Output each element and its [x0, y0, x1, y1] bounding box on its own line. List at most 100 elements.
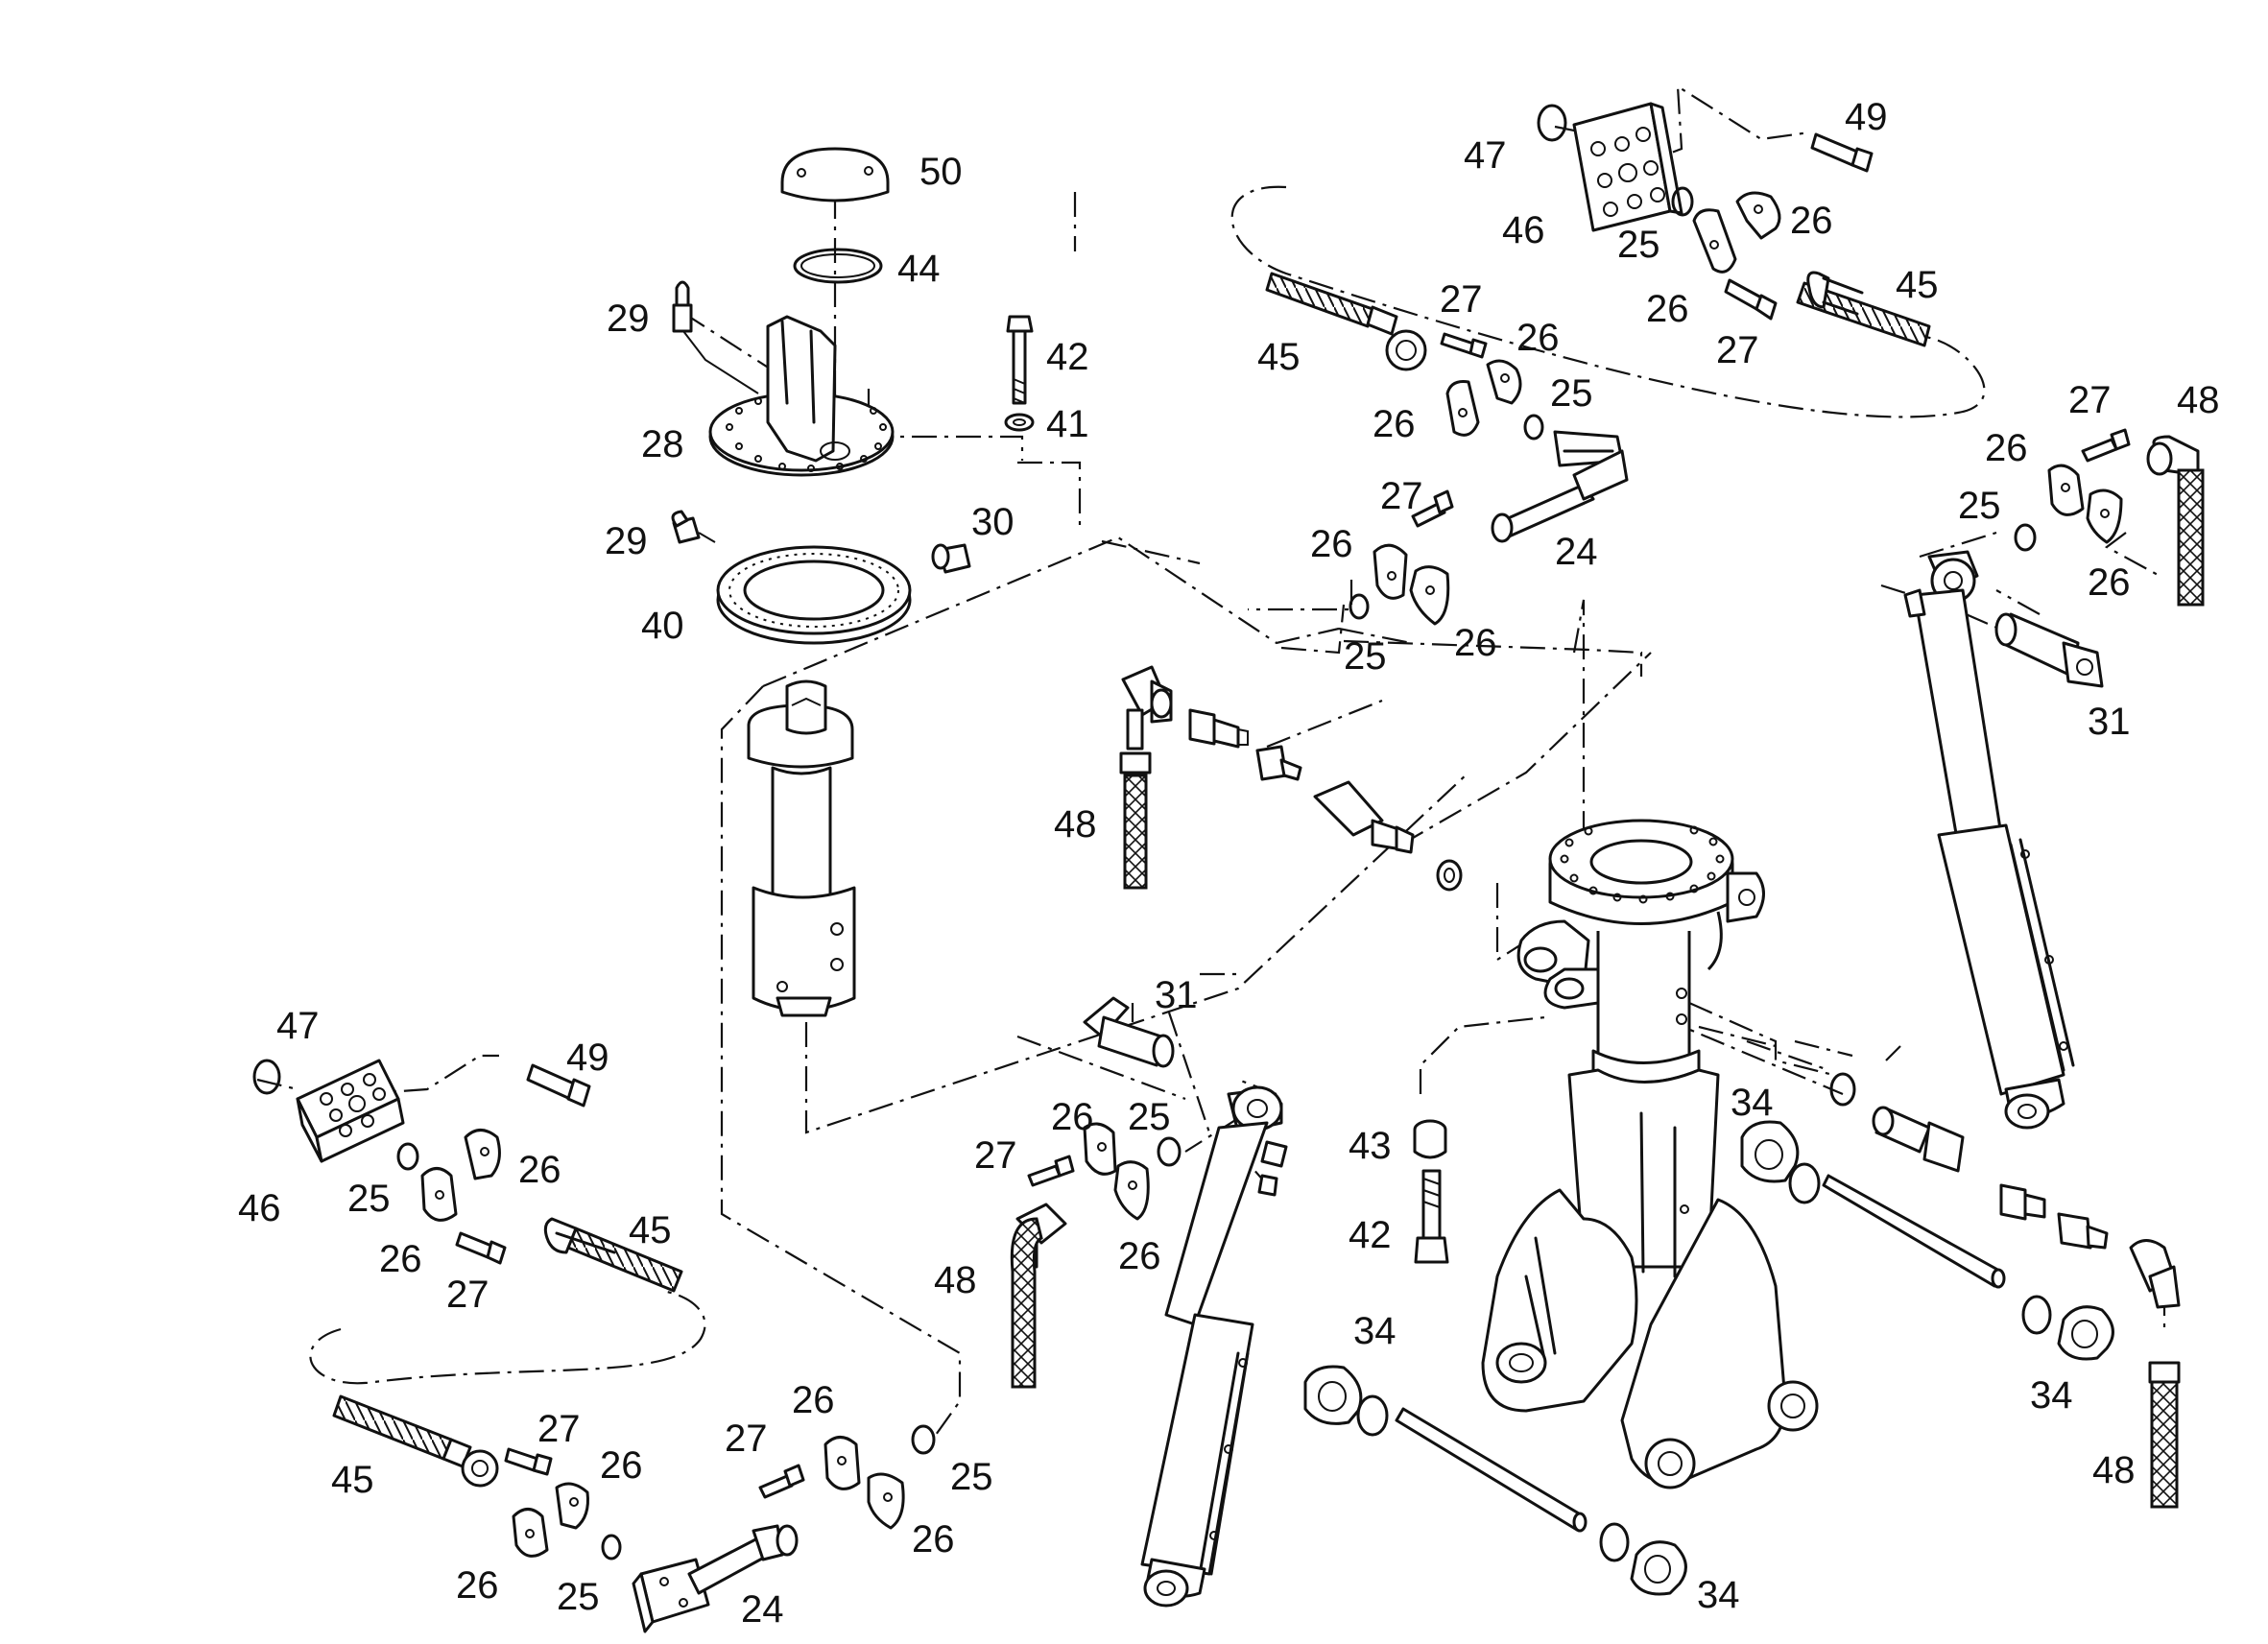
spring-pin-45-left-bottom	[332, 1394, 499, 1488]
clamp-26-top-pair	[1692, 191, 1781, 274]
washer-25-top	[1671, 186, 1694, 217]
screw-27-left	[455, 1231, 507, 1265]
pipe-adapter-right	[1872, 1106, 1965, 1173]
callout-34: 34	[1731, 1082, 1774, 1124]
clamp-34-upper-left	[1740, 1120, 1800, 1183]
callout-26: 26	[1051, 1096, 1094, 1138]
elbow-fitting-48-center	[1119, 665, 1173, 890]
plug-30	[931, 543, 971, 574]
callout-48: 48	[2092, 1449, 2136, 1491]
pin-24-top	[1491, 430, 1629, 543]
pipe-adapter-center	[1313, 780, 1415, 854]
hydraulic-cylinder-left	[1140, 1085, 1288, 1608]
main-pedestal	[1481, 819, 1819, 1489]
adapter-fitting-right-2	[2057, 1212, 2109, 1250]
callout-48: 48	[934, 1259, 977, 1301]
cover-cap-50	[780, 147, 890, 203]
washer-center	[1436, 859, 1463, 892]
screw-49-top	[1810, 132, 1874, 173]
callout-48: 48	[2177, 379, 2220, 421]
hydraulic-cylinder-right	[1903, 550, 2075, 1130]
washer-25-left-top	[396, 1142, 419, 1171]
callout-46: 46	[1502, 209, 1545, 251]
clamp-34-lower-right	[1630, 1540, 1687, 1596]
spacer-43	[1413, 1119, 1447, 1159]
callout-29: 29	[605, 520, 648, 562]
screw-27-lower	[1411, 489, 1454, 528]
clamp-26-mid-pair	[1445, 359, 1522, 437]
callout-49: 49	[1845, 96, 1888, 138]
callout-labels: 50 44 29 42 28 41 29 30 40 47 49 46 26 2…	[238, 96, 2220, 1631]
clamp-26-left-bottom-pair	[512, 1482, 589, 1558]
callout-42: 42	[1349, 1214, 1392, 1256]
ring-lower-end	[1599, 1522, 1630, 1562]
washer-25-cyl-right	[2014, 523, 2037, 552]
ring-upper	[1788, 1162, 1821, 1204]
callout-45: 45	[629, 1209, 672, 1251]
clamp-26-bottom-pair	[824, 1436, 905, 1530]
callout-26: 26	[1454, 622, 1497, 664]
shaft-upper	[1822, 1174, 2006, 1289]
callout-31: 31	[2088, 701, 2131, 743]
callout-40: 40	[641, 605, 684, 647]
screw-27-top	[1724, 278, 1778, 321]
callout-27: 27	[725, 1418, 768, 1460]
callout-43: 43	[1349, 1125, 1392, 1167]
callout-28: 28	[641, 423, 684, 465]
callout-25: 25	[1128, 1096, 1171, 1138]
callout-25: 25	[1958, 485, 2001, 527]
grease-nipple-29-top	[672, 280, 759, 394]
clamp-34-lower-left	[1303, 1365, 1363, 1425]
washer-right-mid	[1829, 1072, 1856, 1107]
callout-46: 46	[238, 1187, 281, 1229]
plate-46-left	[296, 1059, 405, 1163]
callout-27: 27	[2068, 379, 2112, 421]
washer-25-left-bottom	[601, 1534, 622, 1561]
clamp-26-left-pair	[420, 1129, 501, 1222]
pedestal-flange-bolt-holes	[1560, 825, 1725, 904]
callout-24: 24	[1555, 531, 1598, 573]
callout-26: 26	[456, 1564, 499, 1607]
callout-26: 26	[1118, 1235, 1161, 1277]
callout-30: 30	[971, 501, 1015, 543]
callout-26: 26	[1646, 288, 1689, 330]
callout-26: 26	[1985, 427, 2028, 469]
callout-26: 26	[1790, 200, 1833, 242]
callout-26: 26	[912, 1518, 955, 1561]
ring-upper-end	[2021, 1295, 2052, 1335]
washer-25-lower	[1349, 593, 1370, 620]
ring-lower	[1356, 1394, 1389, 1437]
callout-49: 49	[566, 1036, 609, 1079]
callout-47: 47	[276, 1005, 320, 1047]
flange-bolt-holes	[726, 397, 887, 472]
pin-24-bottom	[632, 1524, 799, 1633]
callout-27: 27	[1380, 475, 1423, 517]
plate-46-top	[1572, 102, 1683, 232]
callout-34: 34	[1353, 1310, 1397, 1352]
callout-25: 25	[557, 1576, 600, 1618]
callout-42: 42	[1046, 336, 1089, 378]
slewing-ring-40	[716, 545, 912, 645]
washer-25-bottom	[911, 1424, 936, 1455]
bolt-42-lower	[1414, 1169, 1449, 1264]
callout-45: 45	[1896, 264, 1939, 306]
o-ring-44	[793, 248, 883, 284]
ring-47-left	[252, 1059, 281, 1095]
callout-44: 44	[897, 248, 941, 290]
callout-25: 25	[347, 1178, 391, 1220]
screw-27-cyl-left	[1027, 1155, 1075, 1187]
ring-47-top	[1537, 104, 1567, 142]
callout-34: 34	[2030, 1374, 2073, 1417]
callout-26: 26	[379, 1238, 422, 1280]
callout-26: 26	[1516, 317, 1560, 359]
pin-31-center	[1083, 996, 1175, 1068]
callout-50: 50	[919, 151, 963, 193]
callout-26: 26	[600, 1444, 643, 1487]
callout-25: 25	[1617, 224, 1660, 266]
screw-27-bottom	[758, 1464, 805, 1499]
adapter-fitting-center-2	[1255, 745, 1302, 781]
callout-27: 27	[537, 1408, 581, 1450]
callout-26: 26	[1373, 403, 1416, 445]
callout-41: 41	[1046, 403, 1089, 445]
